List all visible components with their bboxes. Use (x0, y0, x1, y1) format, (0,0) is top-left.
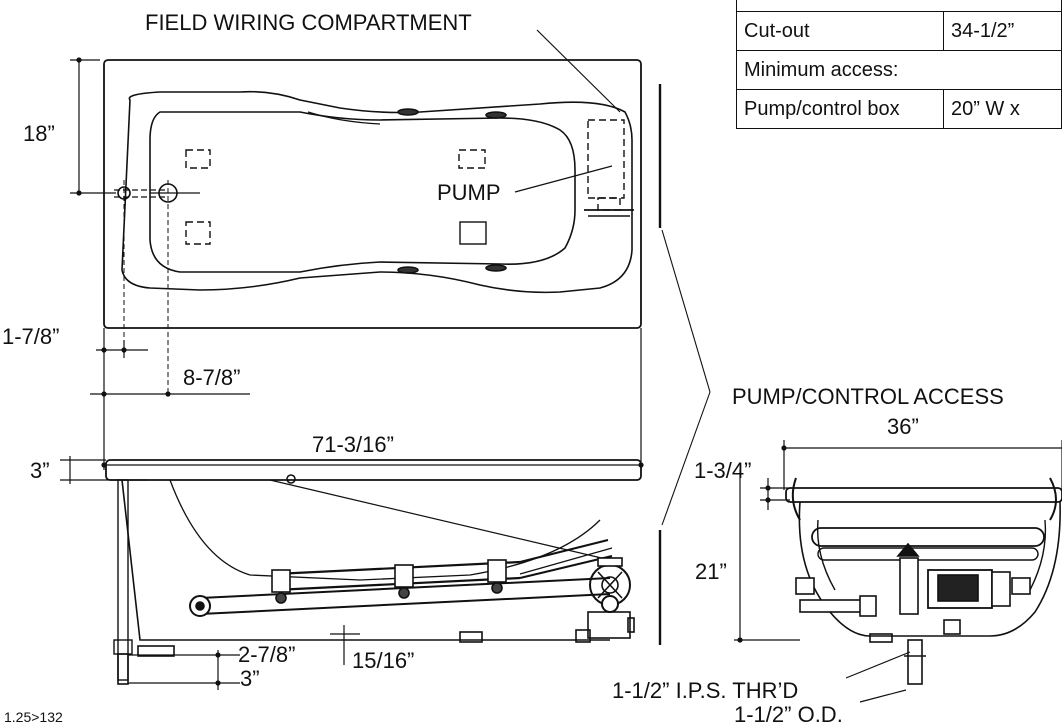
dim-3-bottom-label: 3” (240, 666, 260, 691)
field-wiring-label: FIELD WIRING COMPARTMENT (145, 10, 472, 35)
spec-table: Cut-out 34-1/2” Minimum access: Pump/con… (736, 0, 1062, 129)
tub-end-view (785, 477, 1062, 685)
end-dim-lines (734, 440, 1062, 703)
dim-18-lines (70, 57, 116, 196)
table-row (736, 0, 1062, 12)
pump-label: PUMP (437, 180, 501, 205)
table-row: Minimum access: (736, 50, 1062, 90)
drawing-code-label: 1.25>132 (4, 709, 63, 725)
dim-8-7-8-label: 8-7/8” (183, 365, 241, 390)
pump-leader (514, 165, 613, 193)
spec-table-container: Cut-out 34-1/2” Minimum access: Pump/con… (736, 0, 1062, 175)
table-cell-label: Minimum access: (736, 50, 1062, 90)
dim-71-3-16-label: 71-3/16” (312, 432, 394, 457)
dim-1-7-8-label: 1-7/8” (2, 324, 60, 349)
tub-top-view (103, 59, 642, 395)
table-cell-label: Cut-out (736, 11, 944, 51)
dim-36-label: 36” (887, 414, 919, 439)
ips-thread-label: 1-1/2” I.P.S. THR’D (612, 678, 799, 703)
table-row: Pump/control box 20” W x (736, 89, 1062, 129)
tub-side-view (105, 459, 642, 685)
dim-2-7-8-label: 2-7/8” (238, 642, 296, 667)
field-wiring-leader (536, 29, 621, 113)
side-dim-lines (60, 456, 360, 690)
pump-control-access-label: PUMP/CONTROL ACCESS (732, 384, 1004, 409)
od-label: 1-1/2” O.D. (734, 702, 843, 727)
dim-1-3-4-label: 1-3/4” (694, 458, 752, 483)
dim-offset-lines (90, 328, 644, 470)
dim-21-label: 21” (695, 559, 727, 584)
dim-3-top-label: 3” (30, 458, 50, 483)
table-cell-value: 34-1/2” (942, 11, 1062, 51)
dim-15-16-label: 15/16” (352, 648, 415, 673)
table-cell-value: 20” W x (942, 89, 1062, 129)
table-row: Cut-out 34-1/2” (736, 11, 1062, 51)
dim-18-label: 18” (23, 121, 55, 146)
table-cell-label: Pump/control box (736, 89, 944, 129)
